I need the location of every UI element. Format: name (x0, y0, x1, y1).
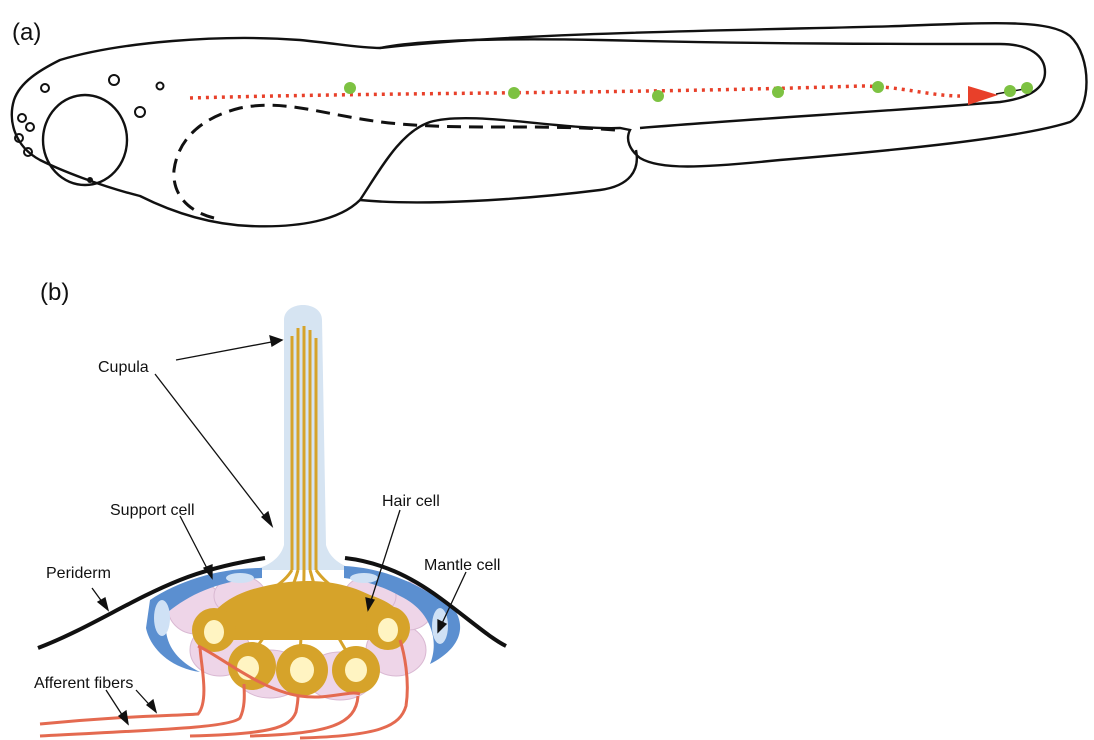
neuromast (772, 86, 784, 98)
eye (43, 95, 127, 185)
neuromast (344, 82, 356, 94)
panel-b-label: (b) (40, 279, 69, 306)
label-mantle-cell: Mantle cell (424, 557, 500, 574)
label-afferent-fibers: Afferent fibers (34, 675, 133, 692)
label-periderm: Periderm (46, 565, 111, 582)
label-hair-cell: Hair cell (382, 493, 440, 510)
panel-a-label: (a) (12, 19, 41, 46)
panel-b: (b) (34, 279, 506, 738)
panel-b-labels: Cupula Support cell Hair cell Periderm M… (34, 359, 500, 692)
lateral-line-path (190, 86, 960, 98)
head-pores (15, 75, 164, 156)
neuromast (652, 90, 664, 102)
neuromast (508, 87, 520, 99)
fish-outline (12, 23, 1087, 226)
panel-a: (a) (12, 19, 1087, 226)
head-dot (87, 177, 93, 183)
label-support-cell: Support cell (110, 502, 195, 519)
label-cupula: Cupula (98, 359, 149, 376)
neuromast (1021, 82, 1033, 94)
neuromast (1004, 85, 1016, 97)
neuromast (872, 81, 884, 93)
